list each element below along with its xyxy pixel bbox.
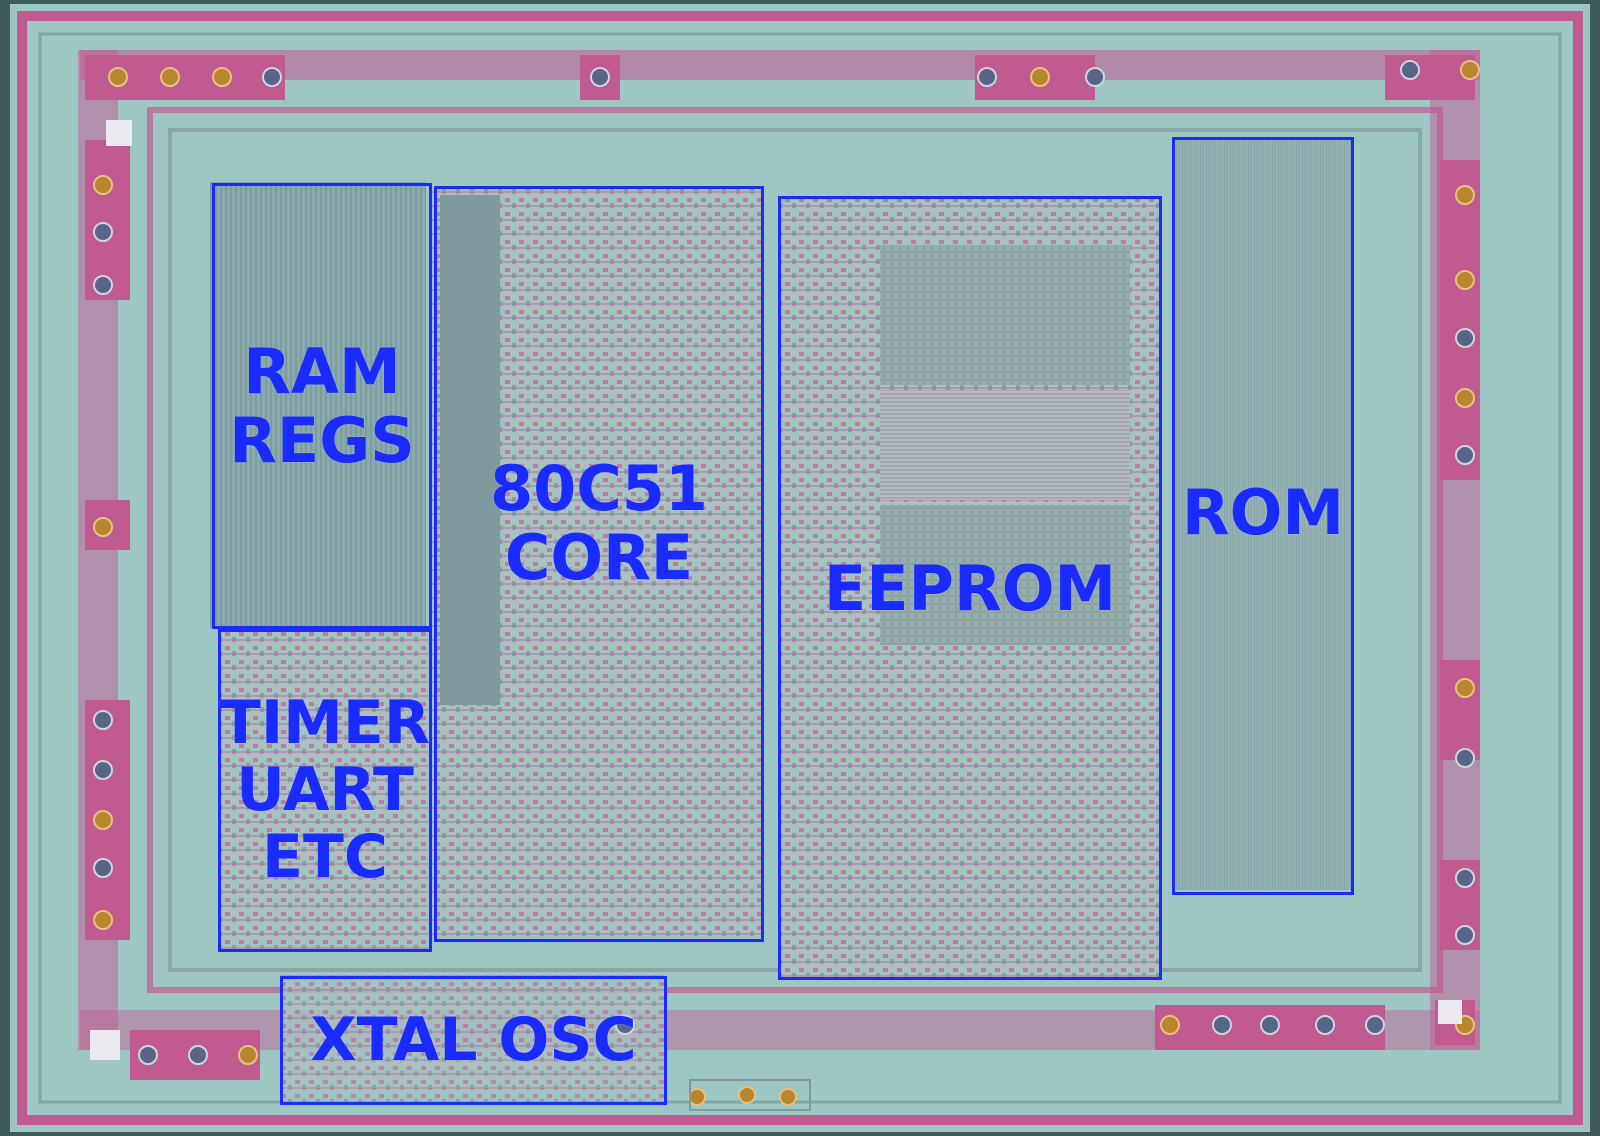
ram-regs-block: RAM REGS — [212, 183, 432, 629]
ram-regs-label-line-2: REGS — [229, 404, 415, 477]
rom-block: ROM — [1172, 137, 1354, 895]
core-label-line-2: CORE — [504, 521, 694, 595]
ram-regs-label-line-1: RAM — [243, 334, 401, 408]
rom-label: ROM — [1181, 476, 1345, 549]
eeprom-block: EEPROM — [778, 196, 1162, 980]
core-label-line-1: 80C51 — [489, 452, 709, 525]
xtal-osc-block: XTAL OSC — [280, 976, 667, 1105]
core-block: 80C51 CORE — [434, 186, 764, 942]
eeprom-label: EEPROM — [823, 552, 1117, 625]
timer-uart-block: TIMER UART ETC — [218, 629, 432, 952]
timer-uart-label-line-1: TIMER — [219, 687, 431, 758]
timer-uart-label-line-3: ETC — [262, 822, 388, 893]
timer-uart-label-line-2: UART — [236, 754, 414, 825]
xtal-osc-label: XTAL OSC — [310, 1004, 637, 1075]
